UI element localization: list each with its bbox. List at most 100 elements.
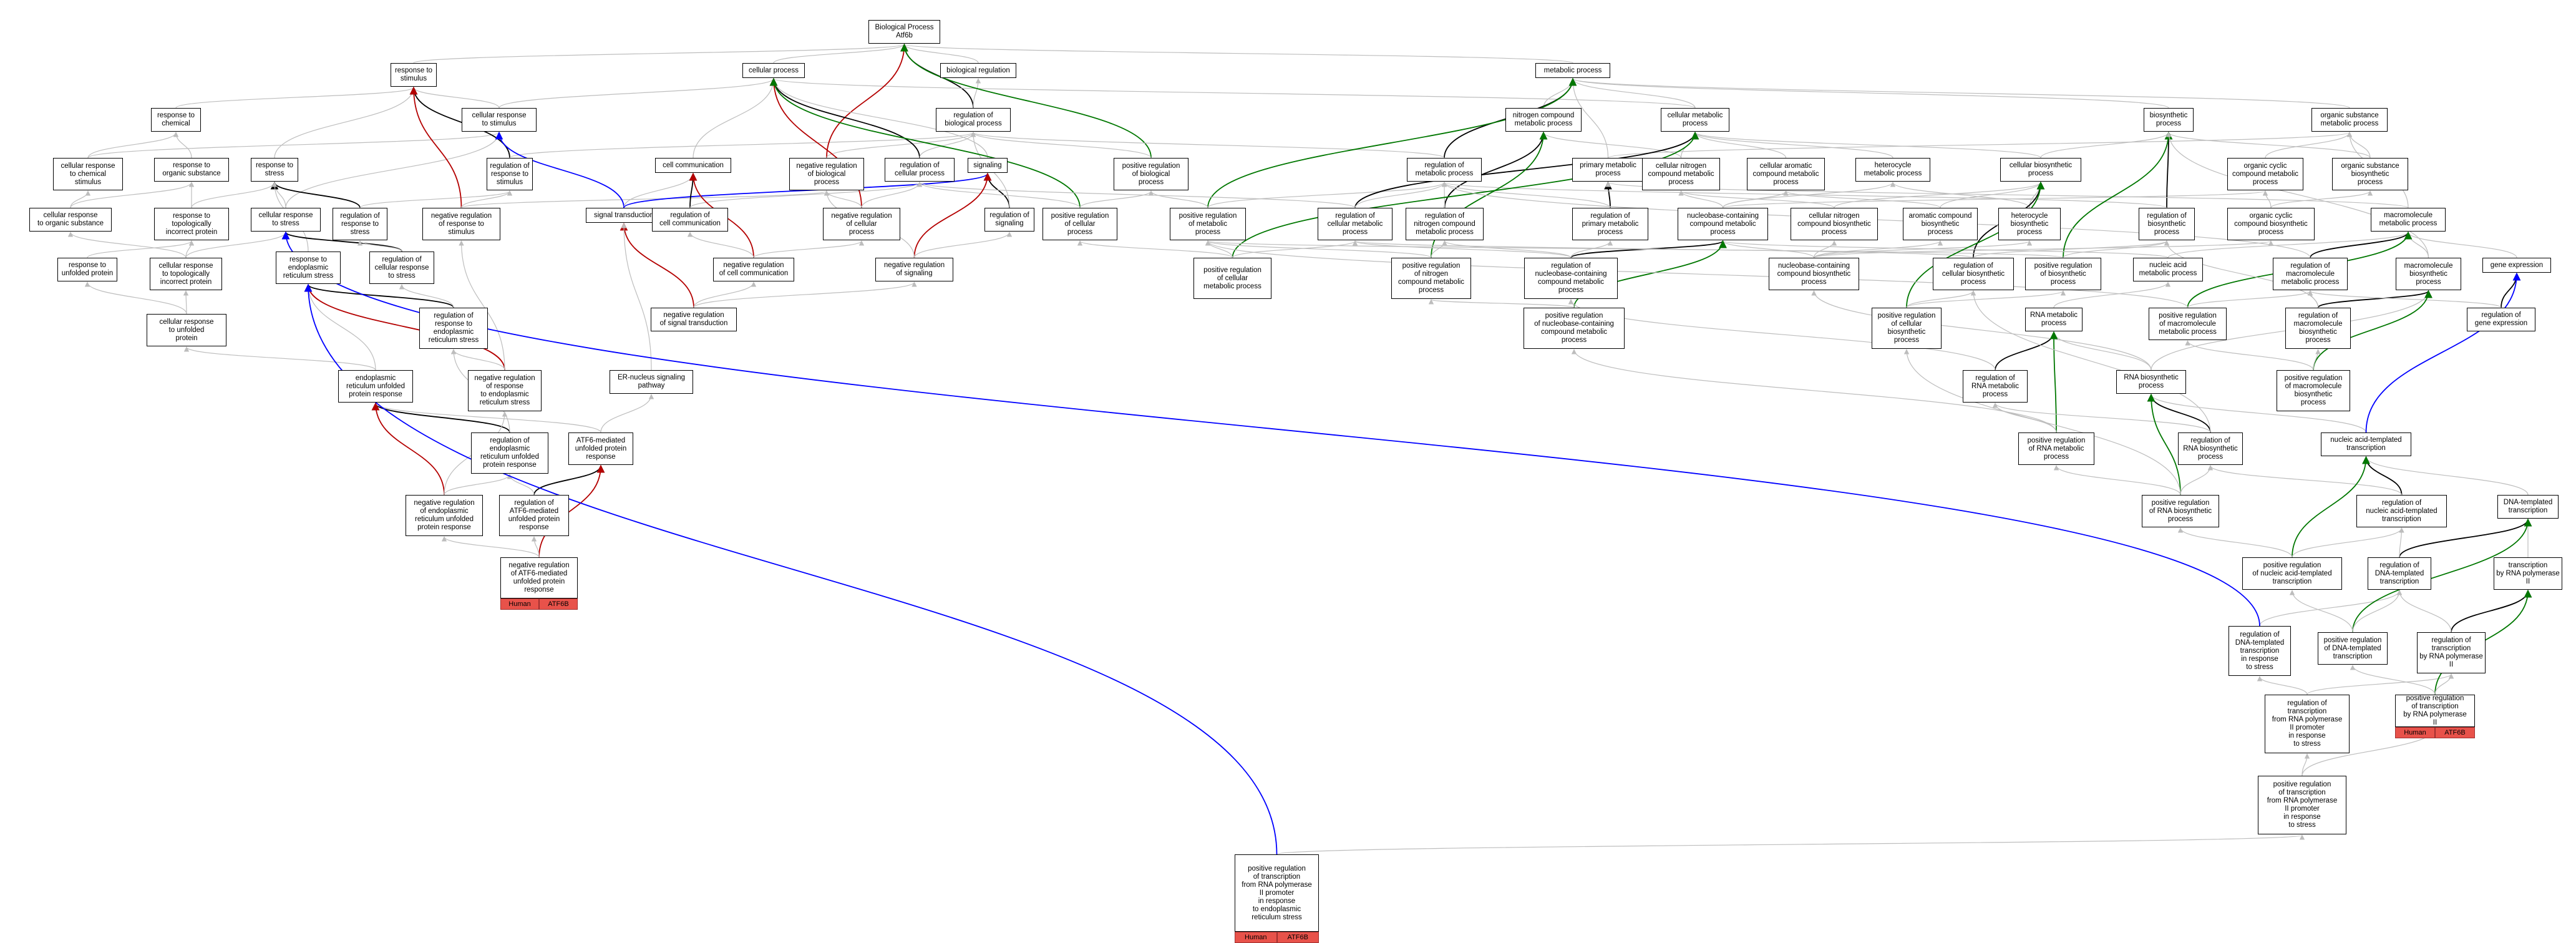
go-term-rcp[interactable]: regulation of cellular process (885, 158, 955, 182)
go-term-rsig[interactable]: regulation of signaling (984, 208, 1034, 232)
go-term-rrnamp[interactable]: regulation of RNA metabolic process (1963, 370, 2028, 403)
go-term-nrbp[interactable]: negative regulation of biological proces… (789, 158, 864, 190)
go-term-atf6[interactable]: ATF6-mediated unfolded protein response (568, 432, 633, 465)
go-term-cbp[interactable]: cellular biosynthetic process (2000, 158, 2081, 182)
go-term-nrcp[interactable]: negative regulation of cellular process (823, 208, 900, 240)
go-term-rnabp[interactable]: RNA biosynthetic process (2116, 370, 2186, 394)
go-term-hbp[interactable]: heterocycle biosynthetic process (1998, 208, 2061, 240)
go-term-cmp[interactable]: cellular metabolic process (1661, 108, 1729, 132)
go-term-bsp[interactable]: biosynthetic process (2144, 108, 2194, 132)
go-term-prnamp[interactable]: positive regulation of RNA metabolic pro… (2018, 432, 2094, 465)
go-term-rtc[interactable]: response to chemical (151, 108, 201, 132)
go-term-rnatt[interactable]: regulation of nucleic acid-templated tra… (2356, 495, 2447, 527)
go-term-pmp[interactable]: primary metabolic process (1572, 158, 1644, 182)
go-term-eupr[interactable]: endoplasmic reticulum unfolded protein r… (338, 370, 413, 403)
go-term-crtip[interactable]: cellular response to topologically incor… (150, 258, 222, 290)
go-term-crtup[interactable]: cellular response to unfolded protein (147, 314, 226, 346)
go-term-rbp[interactable]: regulation of biological process (936, 108, 1011, 132)
go-term-ptrp2[interactable]: positive regulation of transcription by … (2395, 695, 2475, 727)
go-term-nratf6[interactable]: negative regulation of ATF6-mediated unf… (500, 557, 578, 599)
go-term-dtt[interactable]: DNA-templated transcription (2497, 495, 2559, 519)
go-term-ge[interactable]: gene expression (2482, 258, 2551, 273)
go-term-prnabp[interactable]: positive regulation of RNA biosynthetic … (2142, 495, 2219, 527)
go-term-rts[interactable]: response to stimulus (391, 63, 437, 87)
go-term-mp[interactable]: metabolic process (1535, 63, 1610, 78)
go-term-pnatt[interactable]: positive regulation of nucleic acid-temp… (2242, 557, 2342, 590)
go-term-nrrer[interactable]: negative regulation of response to endop… (468, 370, 542, 411)
go-term-rcbp[interactable]: regulation of cellular biosynthetic proc… (1933, 258, 2014, 290)
go-term-natt[interactable]: nucleic acid-templated transcription (2321, 432, 2411, 456)
go-term-ptrer[interactable]: positive regulation of transcription fro… (1235, 854, 1319, 932)
go-term-rpmp[interactable]: regulation of primary metabolic process (1572, 208, 1648, 240)
go-term-hmp[interactable]: heterocycle metabolic process (1855, 158, 1930, 182)
go-term-prmp[interactable]: positive regulation of metabolic process (1170, 208, 1246, 240)
go-term-cc[interactable]: cell communication (655, 158, 731, 173)
go-term-rtip[interactable]: response to topologically incorrect prot… (154, 208, 229, 240)
go-term-ncc[interactable]: negative regulation of cell communicatio… (713, 258, 794, 281)
go-term-bp[interactable]: Biological Process Atf6b (868, 20, 940, 44)
go-term-nrst[interactable]: negative regulation of signal transducti… (651, 308, 737, 331)
go-term-crts[interactable]: cellular response to stimulus (462, 108, 537, 132)
go-term-rrnabp[interactable]: regulation of RNA biosynthetic process (2178, 432, 2243, 465)
go-term-rnamp[interactable]: RNA metabolic process (2025, 308, 2083, 331)
go-term-rtst[interactable]: response to stress (251, 158, 298, 182)
go-term-rcc[interactable]: regulation of cell communication (652, 208, 728, 232)
go-term-occb[interactable]: organic cyclic compound biosynthetic pro… (2227, 208, 2315, 240)
go-term-rtrrs[interactable]: regulation of transcription from RNA pol… (2265, 695, 2350, 753)
go-term-mbp[interactable]: macromolecule biosynthetic process (2396, 258, 2461, 290)
go-term-rmbp[interactable]: regulation of macromolecule biosynthetic… (2285, 308, 2351, 349)
go-term-mmp[interactable]: macromolecule metabolic process (2371, 208, 2446, 232)
go-term-sig[interactable]: signaling (968, 158, 1008, 173)
go-term-prbp[interactable]: positive regulation of biological proces… (1114, 158, 1188, 190)
go-term-pmmp[interactable]: positive regulation of macromolecule met… (2149, 308, 2227, 340)
go-term-prcm[interactable]: positive regulation of cellular metaboli… (1193, 258, 1271, 299)
go-term-st[interactable]: signal transduction (586, 208, 662, 223)
go-term-rters[interactable]: response to endoplasmic reticulum stress (276, 252, 341, 284)
go-term-rbsp[interactable]: regulation of biosynthetic process (2139, 208, 2195, 240)
go-term-rnccm[interactable]: regulation of nucleobase-containing comp… (1524, 258, 1618, 299)
go-term-pdtt[interactable]: positive regulation of DNA-templated tra… (2318, 632, 2388, 665)
go-term-occm[interactable]: organic cyclic compound metabolic proces… (2227, 158, 2303, 190)
go-term-rmp[interactable]: regulation of metabolic process (1407, 158, 1482, 182)
go-term-rrter[interactable]: regulation of response to endoplasmic re… (419, 308, 488, 349)
go-term-pncc[interactable]: positive regulation of nucleobase-contai… (1524, 308, 1625, 349)
go-term-rge[interactable]: regulation of gene expression (2467, 308, 2535, 331)
go-term-cp[interactable]: cellular process (742, 63, 805, 78)
go-term-rtup[interactable]: response to unfolded protein (57, 258, 117, 281)
go-term-crcs[interactable]: cellular response to chemical stimulus (53, 158, 123, 190)
go-term-cacm[interactable]: cellular aromatic compound metabolic pro… (1747, 158, 1825, 190)
go-term-prcp[interactable]: positive regulation of cellular process (1043, 208, 1117, 240)
go-term-rrst[interactable]: regulation of response to stress (333, 208, 387, 240)
go-term-namp[interactable]: nucleic acid metabolic process (2133, 258, 2203, 281)
go-term-rtrp2[interactable]: regulation of transcription by RNA polym… (2417, 632, 2486, 673)
go-term-cncb[interactable]: cellular nitrogen compound biosynthetic … (1791, 208, 1878, 240)
go-term-rncm[interactable]: regulation of nitrogen compound metaboli… (1406, 208, 1484, 240)
go-term-nsig[interactable]: negative regulation of signaling (875, 258, 953, 281)
go-term-rrs[interactable]: regulation of response to stimulus (487, 158, 533, 190)
go-term-osmp[interactable]: organic substance metabolic process (2311, 108, 2388, 132)
go-term-trp2[interactable]: transcription by RNA polymerase II (2494, 557, 2562, 590)
go-term-breg[interactable]: biological regulation (940, 63, 1016, 78)
go-term-prnc[interactable]: positive regulation of nitrogen compound… (1391, 258, 1471, 299)
go-term-nreupr[interactable]: negative regulation of endoplasmic retic… (406, 495, 483, 536)
go-term-rdtt[interactable]: regulation of DNA-templated transcriptio… (2368, 557, 2431, 590)
go-term-rtos[interactable]: response to organic substance (154, 158, 229, 182)
go-term-acbp[interactable]: aromatic compound biosynthetic process (1903, 208, 1978, 240)
go-term-pcbp[interactable]: positive regulation of cellular biosynth… (1872, 308, 1942, 349)
go-term-nccm[interactable]: nucleobase-containing compound metabolic… (1678, 208, 1768, 240)
go-term-rmmp[interactable]: regulation of macromolecule metabolic pr… (2273, 258, 2348, 290)
go-term-crst[interactable]: cellular response to stress (251, 208, 321, 232)
go-term-cncm[interactable]: cellular nitrogen compound metabolic pro… (1642, 158, 1720, 190)
go-term-ersp[interactable]: ER-nucleus signaling pathway (610, 370, 693, 394)
go-term-ptrrs[interactable]: positive regulation of transcription fro… (2258, 776, 2346, 834)
go-term-crtos[interactable]: cellular response to organic substance (29, 208, 112, 232)
go-term-ncm[interactable]: nitrogen compound metabolic process (1505, 108, 1582, 132)
go-term-pbsp[interactable]: positive regulation of biosynthetic proc… (2025, 258, 2101, 290)
go-term-reupr[interactable]: regulation of endoplasmic reticulum unfo… (471, 432, 548, 474)
go-term-osbp[interactable]: organic substance biosynthetic process (2332, 158, 2408, 190)
go-term-rdtrs[interactable]: regulation of DNA-templated transcriptio… (2228, 626, 2291, 676)
go-term-nrrs[interactable]: negative regulation of response to stimu… (422, 208, 500, 240)
go-term-nccb[interactable]: nucleobase-containing compound biosynthe… (1769, 258, 1859, 290)
go-term-pmbp[interactable]: positive regulation of macromolecule bio… (2277, 370, 2350, 411)
go-term-rcmp[interactable]: regulation of cellular metabolic process (1318, 208, 1392, 240)
